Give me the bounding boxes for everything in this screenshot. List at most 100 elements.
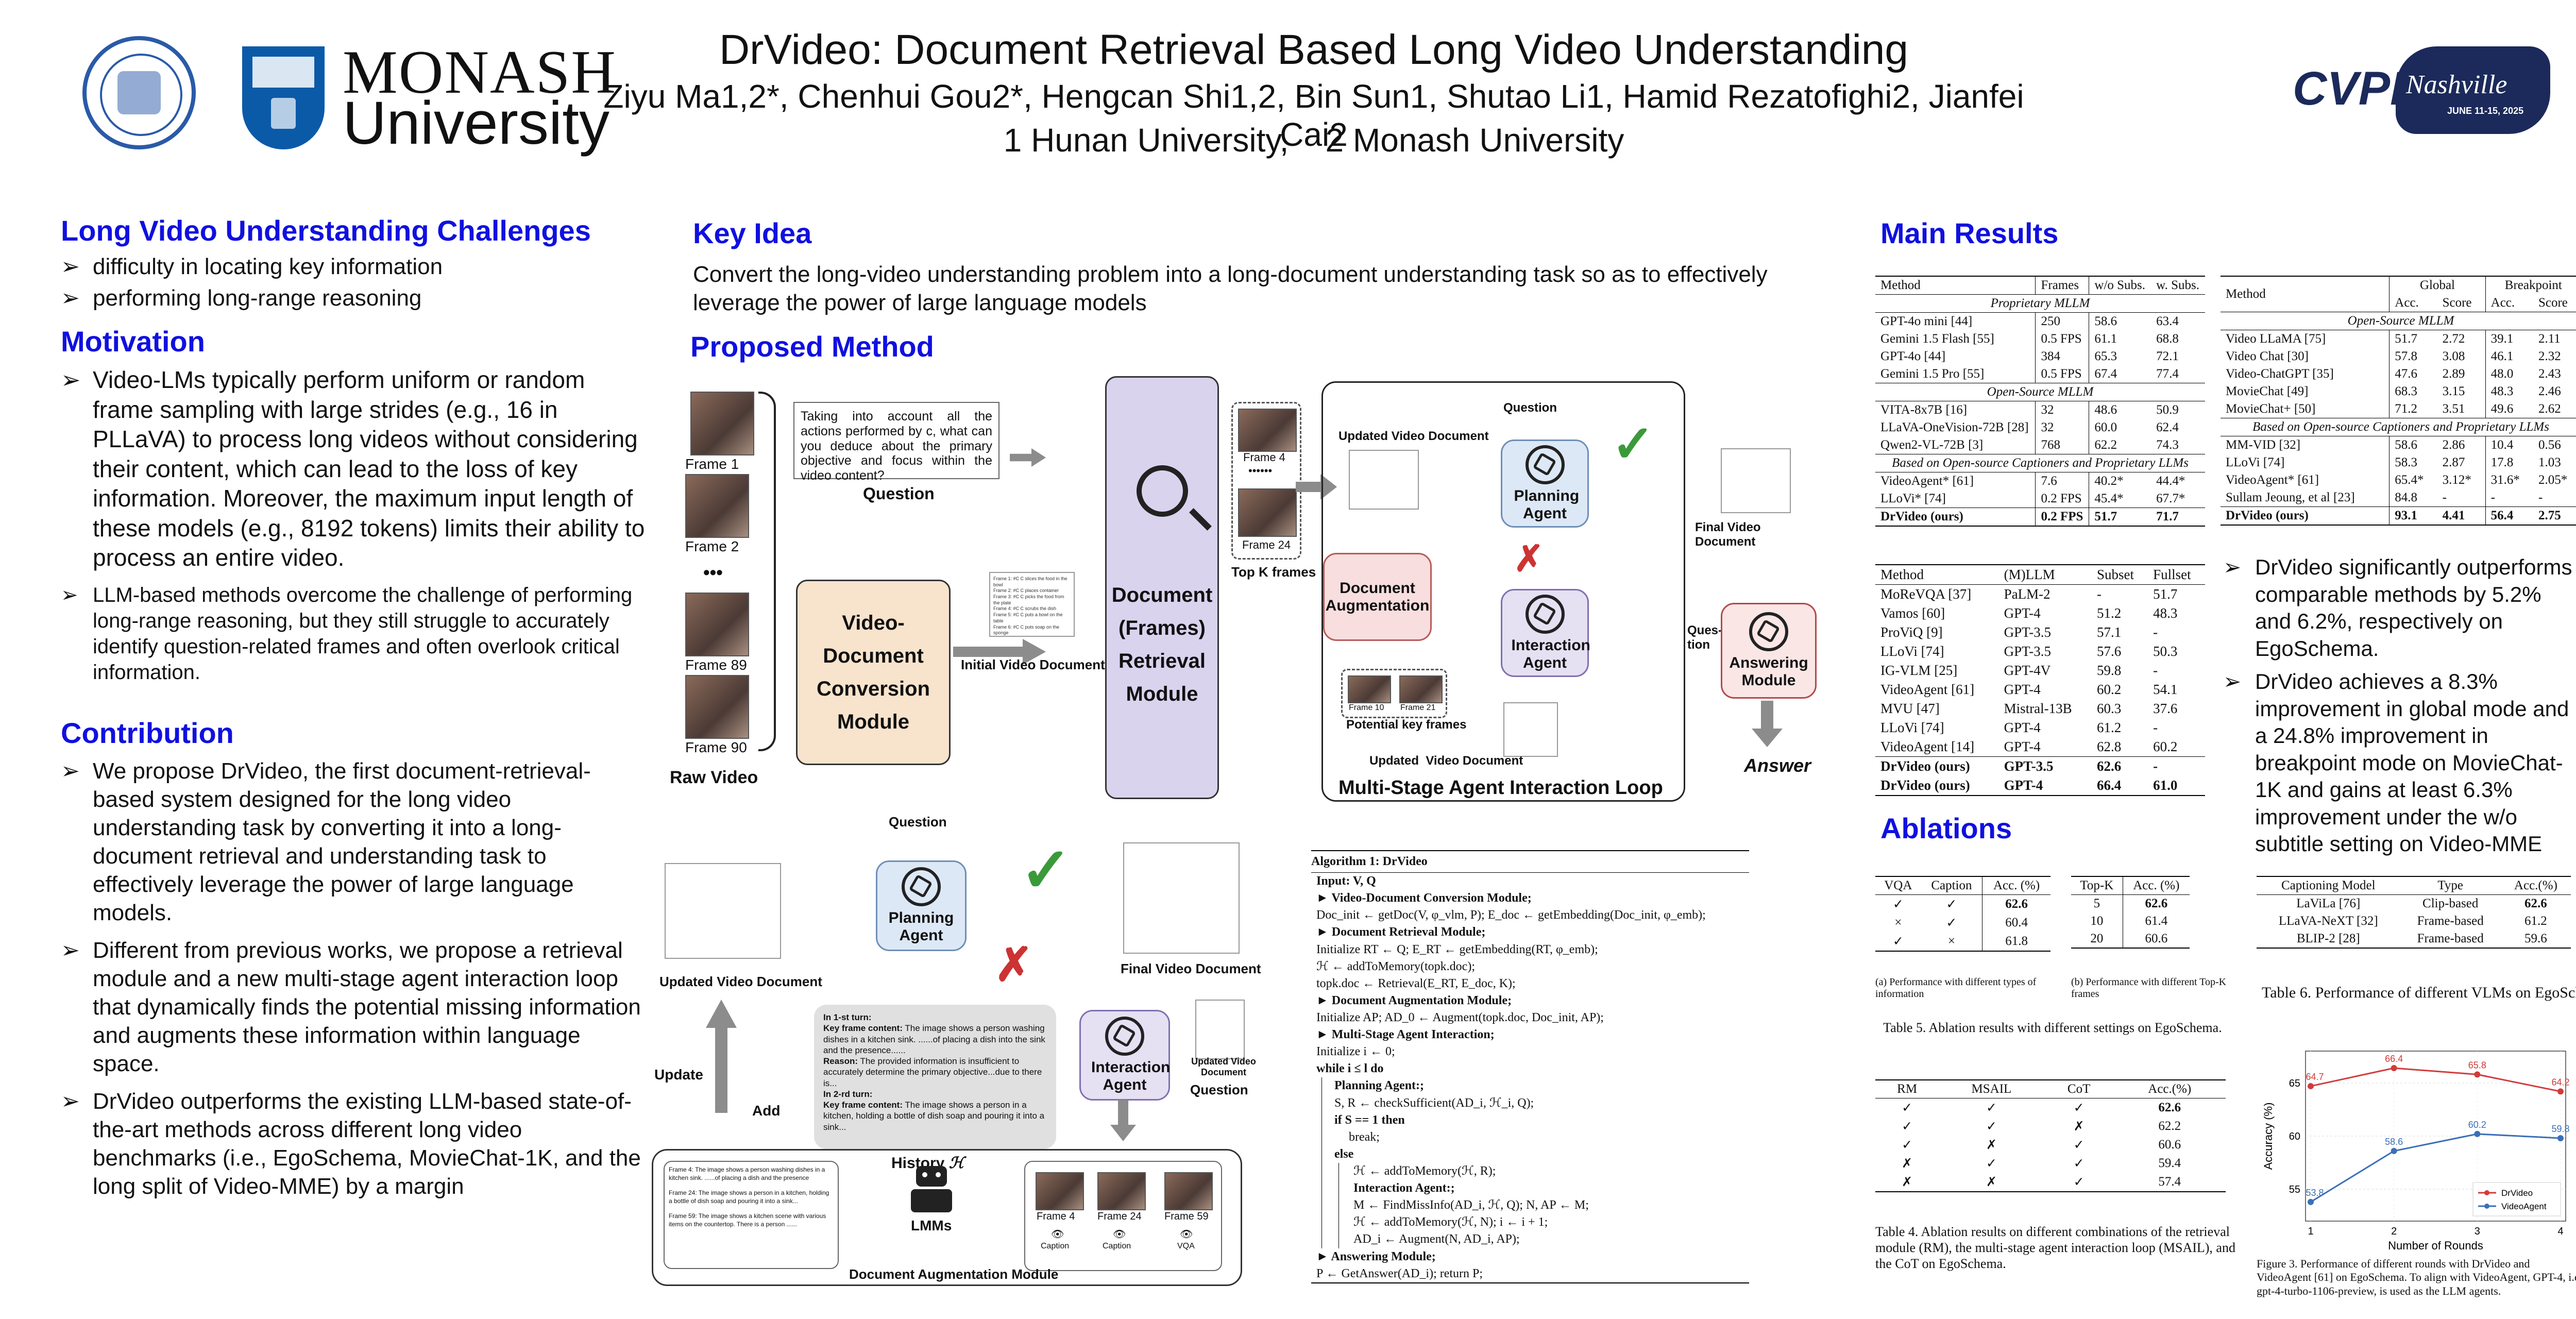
result-bullet: DrVideo achieves a 8.3% improvement in g…	[2223, 668, 2573, 858]
table-header-row: Method Frames w/o Subs. w. Subs.	[1875, 276, 2205, 295]
topk-frames-label: Top K frames	[1231, 564, 1316, 580]
table-cell: 250	[2035, 312, 2090, 330]
frame-ellipsis: •••	[703, 562, 723, 583]
table-cell: 60.0	[2094, 420, 2117, 434]
table-cell: LLaVA-OneVision-72B [28]	[1875, 419, 2036, 436]
table-cell: 65.4*	[2395, 473, 2424, 487]
egoschema-results-table: Method (M)LLM Subset Fullset MoReVQA [37…	[1875, 564, 2205, 796]
table-cell: 62.6	[2158, 1101, 2181, 1114]
table-cell: -	[2153, 720, 2158, 735]
legend-marker	[2484, 1190, 2489, 1195]
table-cell: Frame-based	[2417, 914, 2484, 928]
table-cell: 2.86	[2437, 436, 2486, 454]
cvpr-logo-script: Nashville	[2406, 70, 2507, 99]
poster-title: DrVideo: Document Retrieval Based Long V…	[719, 26, 1909, 73]
openai-icon	[1749, 612, 1788, 651]
table-cell: -	[2153, 758, 2158, 774]
table-cell: 57.1	[2096, 624, 2122, 640]
openai-icon	[1105, 1017, 1144, 1056]
algorithm-box: Algorithm 1: DrVideo Input: V, Q ► Video…	[1311, 850, 1749, 1283]
table-cell: MovieChat+ [50]	[2221, 400, 2390, 418]
frame-thumbnail	[685, 474, 749, 538]
table-cell: LLoVi [74]	[1880, 720, 1944, 735]
y-tick-label: 55	[2289, 1184, 2300, 1195]
table-cell: 57.8	[2395, 349, 2418, 363]
poster-affiliations: 1 Hunan University, 2 Monash University	[1003, 122, 1624, 159]
table-cell: 20	[2090, 932, 2104, 945]
data-label: 53.8	[2306, 1188, 2324, 1198]
frame-thumbnail	[685, 593, 749, 656]
final-video-document-label: Final Video Document	[1695, 520, 1761, 549]
table-cell: 66.4	[2096, 777, 2122, 793]
table-cell: 59.4	[2158, 1156, 2181, 1170]
table-cell: ✓	[1892, 935, 1904, 949]
table-cell: 58.6	[2094, 314, 2117, 328]
table-row: ✓✗✓60.6	[1875, 1136, 2226, 1154]
table-cell: 2.05*	[2538, 473, 2568, 487]
table-cell: VideoAgent* [61]	[2221, 471, 2390, 489]
table-cell: VideoAgent* [61]	[1875, 472, 2036, 490]
header: MONASH University DrVideo: Document Retr…	[0, 0, 2576, 185]
document-augmentation-module-label: Document Augmentation Module	[849, 1266, 1059, 1282]
interaction-agent: Interaction Agent	[1501, 589, 1590, 677]
figure-3-caption: Figure 3. Performance of different round…	[2257, 1257, 2576, 1297]
table-cell: 59.6	[2524, 932, 2547, 945]
table-cell: LLoVi [74]	[1880, 644, 1944, 659]
updated-video-document-2-label: Updated Video Document	[1369, 754, 1523, 768]
table-cell: -	[2096, 586, 2102, 602]
raw-video-label: Raw Video	[670, 768, 758, 787]
table-cell: 93.1	[2395, 509, 2418, 522]
table-cell: ✓	[1892, 898, 1904, 911]
table-cell: 50.3	[2153, 644, 2178, 659]
table-section-row: Open-Source MLLM	[2221, 312, 2576, 330]
table-cell: DrVideo (ours)	[1880, 758, 1970, 774]
table-cell: ✓	[2073, 1175, 2084, 1189]
table-cell: 2.46	[2538, 384, 2561, 398]
table-cell: Vamos [60]	[1880, 605, 1945, 621]
table-cell: -	[2538, 491, 2543, 504]
table-5b-caption: (b) Performance with different Top-K fra…	[2071, 976, 2227, 1000]
check-icon: ✓	[1612, 415, 1655, 473]
series-line-drvideo	[2310, 1067, 2561, 1092]
answer-label: Answer	[1744, 755, 1811, 776]
table-cell: 62.6	[1982, 894, 2050, 914]
monash-shield-icon	[242, 46, 325, 149]
table-cell: 62.6	[2096, 758, 2122, 774]
frame-label: Frame 1	[685, 456, 739, 472]
table-cell: 61.2	[2524, 914, 2547, 928]
table-cell: ✓	[2073, 1157, 2084, 1171]
table-cell: ✗	[1902, 1157, 1913, 1171]
table-cell: 58.6	[2395, 438, 2418, 452]
y-axis-label: Accuracy (%)	[2262, 1103, 2275, 1170]
table-cell: 67.4	[2094, 367, 2117, 381]
frame-label: Frame 89	[685, 657, 747, 673]
table-cell: 57.4	[2158, 1175, 2181, 1189]
table-cell: BLIP-2 [28]	[2296, 932, 2360, 945]
x-tick-label: 2	[2391, 1226, 2397, 1237]
table-cell: ✓	[1902, 1120, 1913, 1134]
table-cell: 61.1	[2094, 332, 2117, 346]
answering-module: Answering Module	[1721, 603, 1817, 699]
table-cell: 48.3	[2153, 605, 2178, 621]
updated-video-document-3	[665, 863, 781, 959]
table-cell: GPT-3.5	[2004, 624, 2051, 640]
initial-video-document-label: Initial Video Document	[961, 657, 1105, 672]
arrow-icon	[1010, 448, 1046, 467]
table-cell: Video Chat [30]	[2221, 348, 2390, 365]
data-label: 60.2	[2468, 1120, 2486, 1130]
table-row: Sullam Jeoung, et al [23]84.8---	[2221, 489, 2576, 507]
table-cell: GPT-4	[2004, 739, 2041, 754]
question-box: Taking into account all the actions perf…	[793, 402, 999, 483]
arrow-down-icon	[1752, 701, 1783, 747]
table-cell: 10	[2090, 914, 2104, 928]
table-cell: GPT-4V	[2004, 663, 2051, 678]
table-cell: Gemini 1.5 Pro [55]	[1875, 365, 2036, 383]
question-label-4: Question	[1190, 1082, 1248, 1097]
